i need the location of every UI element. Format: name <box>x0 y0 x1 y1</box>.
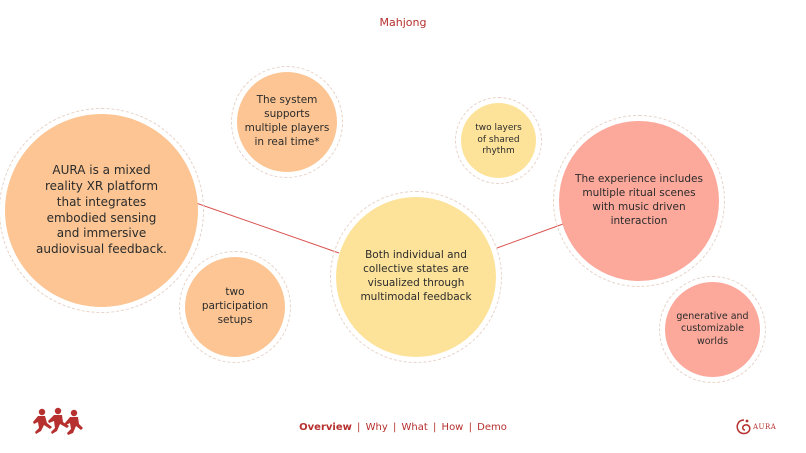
bubble-multimodal-feedback-text: Both individual and collective states ar… <box>360 249 472 303</box>
nav-how[interactable]: How <box>441 422 464 433</box>
bubble-multiplayer-text: The system supports multiple players in … <box>244 94 330 148</box>
running-figures-logo-icon <box>33 407 83 435</box>
aura-swirl-logo-icon <box>736 419 751 435</box>
bubble-generative-worlds-text: generative and customizable worlds <box>676 310 749 347</box>
aura-logo: AURA <box>734 417 782 439</box>
nav-separator: | <box>392 422 397 433</box>
aura-logo-text: AURA <box>753 423 777 431</box>
bubble-shared-rhythm: two layers of shared rhythm <box>455 97 542 184</box>
nav-demo[interactable]: Demo <box>477 422 507 433</box>
connector-center-experience <box>496 223 564 249</box>
bubble-ritual-scenes: The experience includes multiple ritual … <box>553 115 725 287</box>
nav-separator: | <box>357 422 361 433</box>
page-title: Mahjong <box>379 16 427 29</box>
bubble-participation-setups-text: two participation setups <box>201 286 269 326</box>
bubble-generative-worlds: generative and customizable worlds <box>659 276 766 383</box>
nav-what[interactable]: What <box>401 422 428 433</box>
nav-separator: | <box>432 422 437 433</box>
nav-separator: | <box>468 422 472 433</box>
nav-why[interactable]: Why <box>365 422 388 433</box>
bubble-multimodal-feedback: Both individual and collective states ar… <box>330 191 502 363</box>
bubble-aura-platform-text: AURA is a mixed reality XR platform that… <box>36 163 167 257</box>
nav-overview[interactable]: Overview <box>299 422 352 433</box>
bottom-nav: Overview | Why | What | How | Demo <box>0 422 806 433</box>
bubble-aura-platform: AURA is a mixed reality XR platform that… <box>0 108 204 313</box>
connector-main-center <box>195 202 340 254</box>
bubble-shared-rhythm-text: two layers of shared rhythm <box>475 122 522 157</box>
bubble-ritual-scenes-text: The experience includes multiple ritual … <box>575 173 703 227</box>
bubble-participation-setups: two participation setups <box>179 251 291 363</box>
bubble-multiplayer: The system supports multiple players in … <box>231 66 343 178</box>
